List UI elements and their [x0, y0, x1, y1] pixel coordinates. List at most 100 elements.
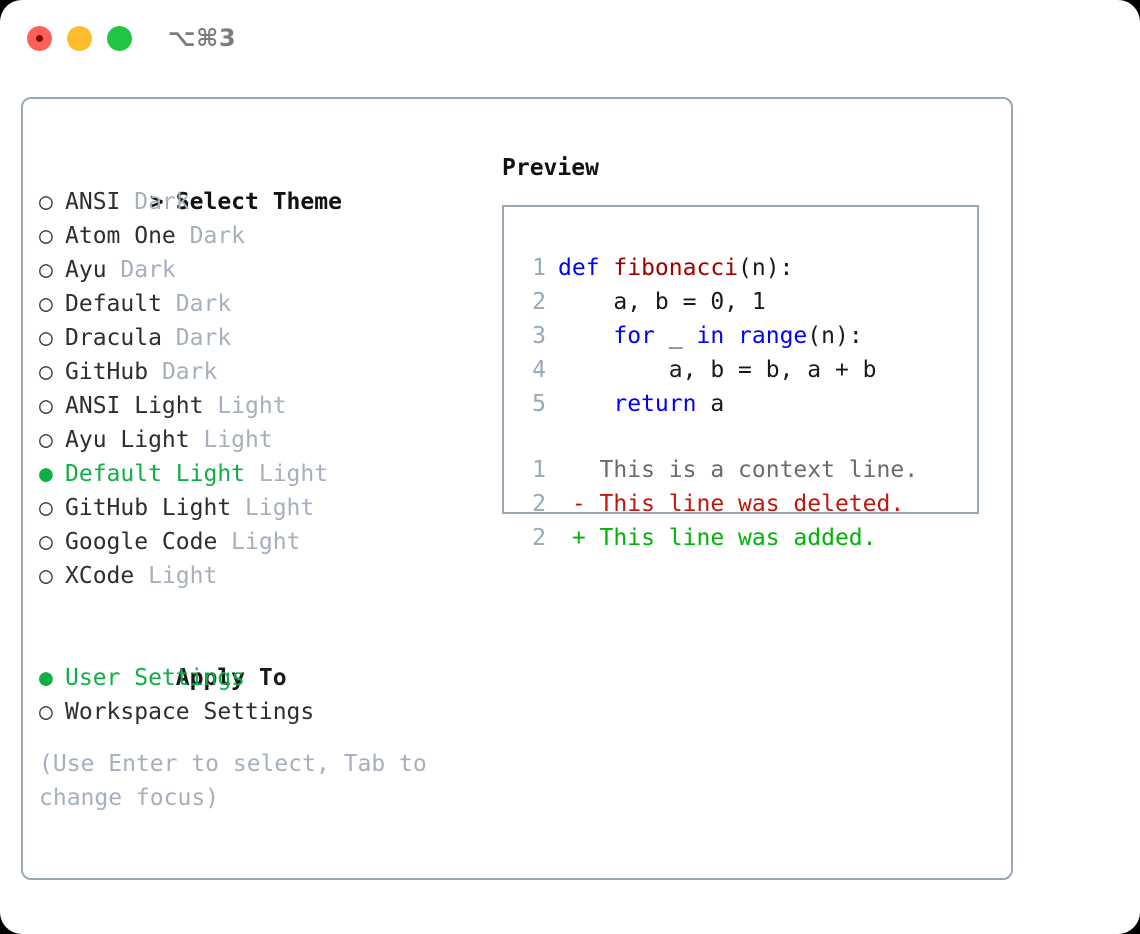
theme-list-item[interactable]: ○ Default Dark: [39, 287, 489, 321]
line-number: 2: [532, 289, 546, 315]
apply-to-label: User Settings: [65, 665, 246, 691]
theme-name: GitHub: [65, 359, 149, 385]
apply-to-option[interactable]: ● User Settings: [39, 661, 489, 695]
line-number: 4: [532, 357, 546, 383]
radio-unselected-icon: ○: [39, 291, 53, 317]
theme-list-item[interactable]: ○ XCode Light: [39, 559, 489, 593]
code-token: (n):: [807, 323, 863, 349]
theme-kind-badge: Dark: [120, 189, 190, 215]
list-spacer: [39, 593, 489, 627]
theme-name: GitHub Light: [65, 495, 232, 521]
page-title: Select Theme: [175, 189, 342, 215]
radio-unselected-icon: ○: [39, 189, 53, 215]
diff-line: 2 + This line was added.: [518, 521, 918, 555]
theme-list-item[interactable]: ○ ANSI Dark: [39, 185, 489, 219]
radio-unselected-icon: ○: [39, 495, 53, 521]
diff-text: This line was deleted.: [585, 491, 905, 517]
line-number: 1: [532, 457, 546, 483]
radio-unselected-icon: ○: [39, 223, 53, 249]
theme-list-item[interactable]: ○ Google Code Light: [39, 525, 489, 559]
theme-kind-badge: Light: [189, 427, 273, 453]
preview-title: Preview: [502, 155, 599, 181]
code-token: a, b = 0, 1: [558, 289, 766, 315]
theme-name: Google Code: [65, 529, 218, 555]
radio-selected-icon: ●: [39, 461, 53, 487]
theme-name: ANSI: [65, 189, 121, 215]
maximize-button[interactable]: [107, 26, 132, 51]
theme-kind-badge: Dark: [161, 325, 232, 351]
code-line: 3 for _ in range(n):: [518, 319, 877, 353]
theme-name: Dracula: [65, 325, 162, 351]
theme-list-item[interactable]: ○ Ayu Light Light: [39, 423, 489, 457]
keyboard-hint: (Use Enter to select, Tab to change focu…: [39, 747, 459, 815]
radio-unselected-icon: ○: [39, 529, 53, 555]
code-token: [558, 391, 613, 417]
line-number: 2: [532, 525, 546, 551]
minimize-button[interactable]: [67, 26, 92, 51]
line-number: 5: [532, 391, 546, 417]
code-token: [724, 323, 738, 349]
theme-name: ANSI Light: [65, 393, 204, 419]
theme-name: Default Light: [65, 461, 246, 487]
theme-selector-panel: >Select Theme ○ANSI Dark○Atom One Dark○A…: [21, 97, 1013, 880]
radio-unselected-icon: ○: [39, 359, 53, 385]
theme-kind-badge: Light: [203, 393, 287, 419]
diff-sample: 1 This is a context line. 2 - This line w…: [518, 453, 918, 555]
theme-list-item[interactable]: ○ANSI Light Light: [39, 389, 489, 423]
theme-name: Atom One: [65, 223, 176, 249]
line-number: 3: [532, 323, 546, 349]
code-token: for: [613, 323, 655, 349]
radio-unselected-icon: ○: [39, 325, 53, 351]
theme-kind-badge: Light: [245, 461, 329, 487]
code-token: range: [738, 323, 808, 349]
theme-kind-badge: Light: [231, 495, 315, 521]
recording-indicator-icon: [36, 35, 43, 42]
code-token: a: [696, 391, 725, 417]
code-line: 5 return a: [518, 387, 877, 421]
theme-kind-badge: Dark: [161, 291, 232, 317]
theme-list-item[interactable]: ○ GitHub Light Light: [39, 491, 489, 525]
theme-name: XCode: [65, 563, 135, 589]
prompt-caret-icon: >: [149, 189, 164, 215]
theme-list-item[interactable]: ○ Dracula Dark: [39, 321, 489, 355]
radio-selected-icon: ●: [39, 665, 53, 691]
theme-name: Ayu: [65, 257, 107, 283]
code-token: _: [654, 323, 697, 349]
theme-list-item[interactable]: ○Atom One Dark: [39, 219, 489, 253]
code-line: 2 a, b = 0, 1: [518, 285, 877, 319]
theme-list: >Select Theme ○ANSI Dark○Atom One Dark○A…: [39, 151, 489, 729]
theme-list-item[interactable]: ● Default Light Light: [39, 457, 489, 491]
radio-unselected-icon: ○: [39, 563, 53, 589]
code-line: 4 a, b = b, a + b: [518, 353, 877, 387]
theme-list-item[interactable]: ○ GitHub Dark: [39, 355, 489, 389]
theme-kind-badge: Light: [134, 563, 218, 589]
theme-list-item[interactable]: ○ Ayu Dark: [39, 253, 489, 287]
theme-kind-badge: Light: [217, 529, 301, 555]
theme-name: Ayu Light: [65, 427, 190, 453]
theme-kind-badge: Dark: [106, 257, 176, 283]
code-token: in: [696, 323, 725, 349]
diff-line: 2 - This line was deleted.: [518, 487, 918, 521]
code-token: a, b = b, a + b: [558, 357, 877, 383]
diff-marker: +: [558, 525, 586, 551]
line-number: 2: [532, 491, 546, 517]
diff-marker: -: [558, 491, 586, 517]
theme-name: Default: [65, 291, 162, 317]
code-token: [558, 323, 613, 349]
code-token: fibonacci: [613, 255, 739, 281]
apply-to-option[interactable]: ○Workspace Settings: [39, 695, 489, 729]
radio-unselected-icon: ○: [39, 257, 53, 283]
theme-kind-badge: Dark: [148, 359, 218, 385]
diff-text: This is a context line.: [585, 457, 919, 483]
line-number: 1: [532, 255, 546, 281]
preview-section: Preview: [502, 151, 1002, 185]
radio-unselected-icon: ○: [39, 427, 53, 453]
code-token: (n):: [738, 255, 794, 281]
radio-unselected-icon: ○: [39, 699, 53, 725]
theme-list-header: > Select Theme: [39, 151, 489, 215]
code-token: return: [613, 391, 697, 417]
